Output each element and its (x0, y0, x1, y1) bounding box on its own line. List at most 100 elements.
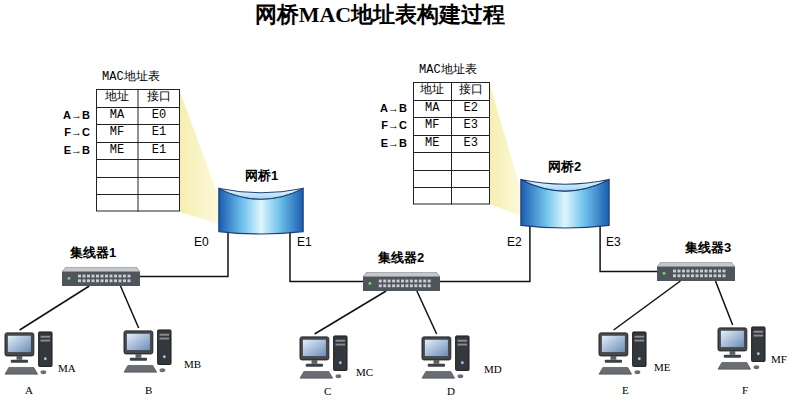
table-node: MAC地址表 (413, 82, 490, 205)
bridge-top (219, 188, 303, 199)
host-name: F (742, 384, 748, 397)
hub-led (68, 277, 71, 280)
computer-icon (597, 330, 649, 378)
hub-port (428, 284, 431, 287)
drive-bay (41, 336, 51, 338)
hub-port (414, 280, 417, 283)
hub-port (101, 279, 104, 282)
hub-front (363, 277, 440, 291)
host-name: C (324, 385, 331, 398)
mac-address: MB (184, 358, 201, 371)
table-rule (96, 177, 180, 178)
monitor-screen (303, 340, 326, 356)
monitor-neck (17, 356, 23, 360)
hub-port (87, 279, 90, 282)
network-cable (290, 232, 363, 282)
computer-icon (3, 330, 55, 378)
table-rule (96, 107, 180, 108)
network-cable (600, 226, 657, 272)
frame-flow-label: A→B (50, 107, 90, 125)
table-cell: 地址 (96, 89, 138, 107)
hub-node: 集线器1 (62, 267, 140, 286)
mac-address: MF (771, 353, 787, 366)
monitor-screen (127, 334, 150, 350)
hub-port (410, 280, 413, 283)
computer-icon (122, 328, 174, 376)
pc-tower (752, 327, 765, 362)
network-cable (417, 291, 437, 334)
network-cable (20, 286, 90, 330)
monitor-base (724, 355, 741, 358)
pc-node: MBB (122, 328, 174, 376)
hub-port (709, 274, 712, 277)
bridge-label: 网桥1 (245, 169, 278, 184)
pc-node: MEE (597, 330, 649, 378)
hub-port (379, 284, 382, 287)
hub-port (423, 280, 426, 283)
hub-port (405, 280, 408, 283)
pc-node: MAA (3, 330, 55, 378)
table-cell: MF (96, 124, 138, 142)
pc-tower (334, 336, 347, 371)
table-cell: MA (96, 107, 138, 125)
drive-bay (754, 331, 764, 333)
hub-port (128, 275, 131, 278)
network-cable (716, 281, 733, 325)
hub-port (96, 275, 99, 278)
mouse (41, 370, 47, 374)
hub-top (363, 272, 440, 277)
hub-port (401, 284, 404, 287)
hub-port (96, 279, 99, 282)
drive-bay (336, 340, 346, 342)
table-cell: E3 (452, 117, 491, 135)
keyboard (718, 362, 751, 369)
hub-port (700, 270, 703, 273)
host-name: B (145, 384, 152, 397)
table-rule (413, 152, 490, 153)
hub-port (678, 274, 681, 277)
bridge-symbol (218, 186, 304, 234)
keyboard (599, 367, 632, 374)
power-button (638, 357, 641, 360)
drive-bay (458, 344, 468, 346)
hub-port (83, 275, 86, 278)
hub-port (397, 284, 400, 287)
table-cell: E1 (138, 142, 180, 160)
mouse (754, 365, 760, 369)
bridge-node: 网桥1 (218, 186, 304, 234)
hub-port (705, 274, 708, 277)
table-rule (96, 159, 180, 160)
hub-port (700, 274, 703, 277)
computer-icon (420, 334, 472, 382)
mac-address: MC (356, 366, 373, 379)
mouse (635, 370, 641, 374)
power-button (44, 357, 47, 360)
drive-bay (458, 340, 468, 342)
table-cell: ME (96, 142, 138, 160)
hub-port (128, 279, 131, 282)
monitor-frame (124, 331, 153, 354)
hub-port (123, 275, 126, 278)
table-rule (413, 187, 490, 188)
table-grid (413, 82, 490, 205)
keyboard (422, 371, 455, 378)
table-cell: E3 (452, 135, 491, 153)
hub-port (423, 284, 426, 287)
table-cell: 地址 (413, 82, 452, 100)
bridge-symbol (520, 177, 610, 228)
port-label: E1 (297, 236, 312, 250)
mac-address: MD (484, 363, 502, 376)
hub-top (62, 267, 140, 272)
mouse (458, 374, 464, 378)
hub-port (687, 274, 690, 277)
monitor-frame (5, 333, 34, 356)
host-name: E (622, 384, 629, 397)
computer-icon (716, 325, 768, 373)
table-rule (413, 135, 490, 136)
hub-port (682, 270, 685, 273)
port-label: E3 (606, 236, 621, 250)
network-cable (140, 232, 228, 277)
table-rule (413, 117, 490, 118)
hub-node: 集线器2 (363, 272, 440, 291)
